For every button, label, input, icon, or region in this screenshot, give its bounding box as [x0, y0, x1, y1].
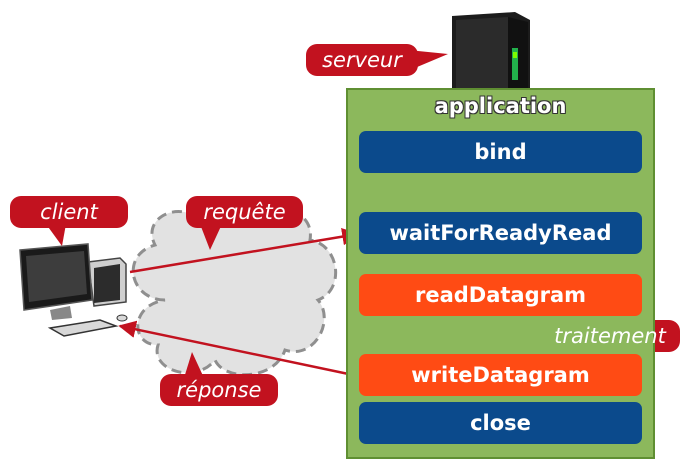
server-label: serveur [322, 48, 402, 72]
processing-label: traitement [554, 324, 666, 348]
client-label: client [40, 200, 98, 224]
response-label: réponse [176, 378, 262, 402]
server-tower-icon [452, 12, 530, 92]
cloud-icon [131, 197, 338, 377]
response-arrow [118, 320, 359, 378]
application-title: application [434, 94, 567, 118]
step-wait-for-ready-read: waitForReadyRead [359, 212, 642, 254]
step-bind: bind [359, 131, 642, 173]
desktop-computer-icon [19, 243, 128, 337]
step-write-datagram: writeDatagram [359, 354, 642, 396]
request-arrow [129, 227, 360, 274]
step-close: close [359, 402, 642, 444]
request-label: requête [203, 200, 286, 224]
step-read-datagram: readDatagram [359, 274, 642, 316]
